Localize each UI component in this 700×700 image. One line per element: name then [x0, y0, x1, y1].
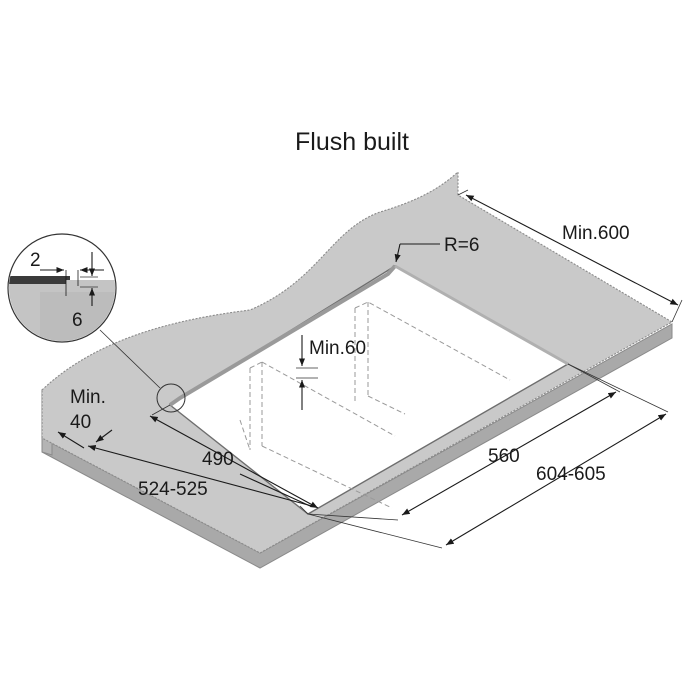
- label-min-40-value: 40: [70, 412, 91, 433]
- label-min-40-title: Min.: [70, 387, 106, 408]
- label-detail-depth: 6: [72, 310, 83, 331]
- label-604-605: 604-605: [536, 464, 606, 485]
- dimension-radius: R=6: [394, 235, 479, 263]
- cutout-rebate-edge: [168, 264, 397, 407]
- dimension-490: 490: [149, 404, 319, 515]
- label-radius: R=6: [444, 235, 479, 256]
- diagram-title: Flush built: [295, 128, 409, 156]
- label-490: 490: [202, 449, 234, 470]
- label-detail-step: 2: [30, 250, 41, 271]
- label-min-60: Min.60: [309, 338, 366, 359]
- dimension-min-40: Min. 40: [57, 387, 113, 449]
- label-524-525: 524-525: [138, 479, 208, 500]
- dimension-524-525: 524-525: [87, 445, 313, 507]
- dimension-min-60: Min.60: [296, 335, 366, 410]
- dimension-604-605: 604-605: [307, 363, 669, 549]
- cutout-back-rebate: [394, 264, 569, 366]
- label-min-600: Min.600: [562, 223, 630, 244]
- label-560: 560: [488, 446, 520, 467]
- dimension-min-600: Min.600: [457, 189, 683, 323]
